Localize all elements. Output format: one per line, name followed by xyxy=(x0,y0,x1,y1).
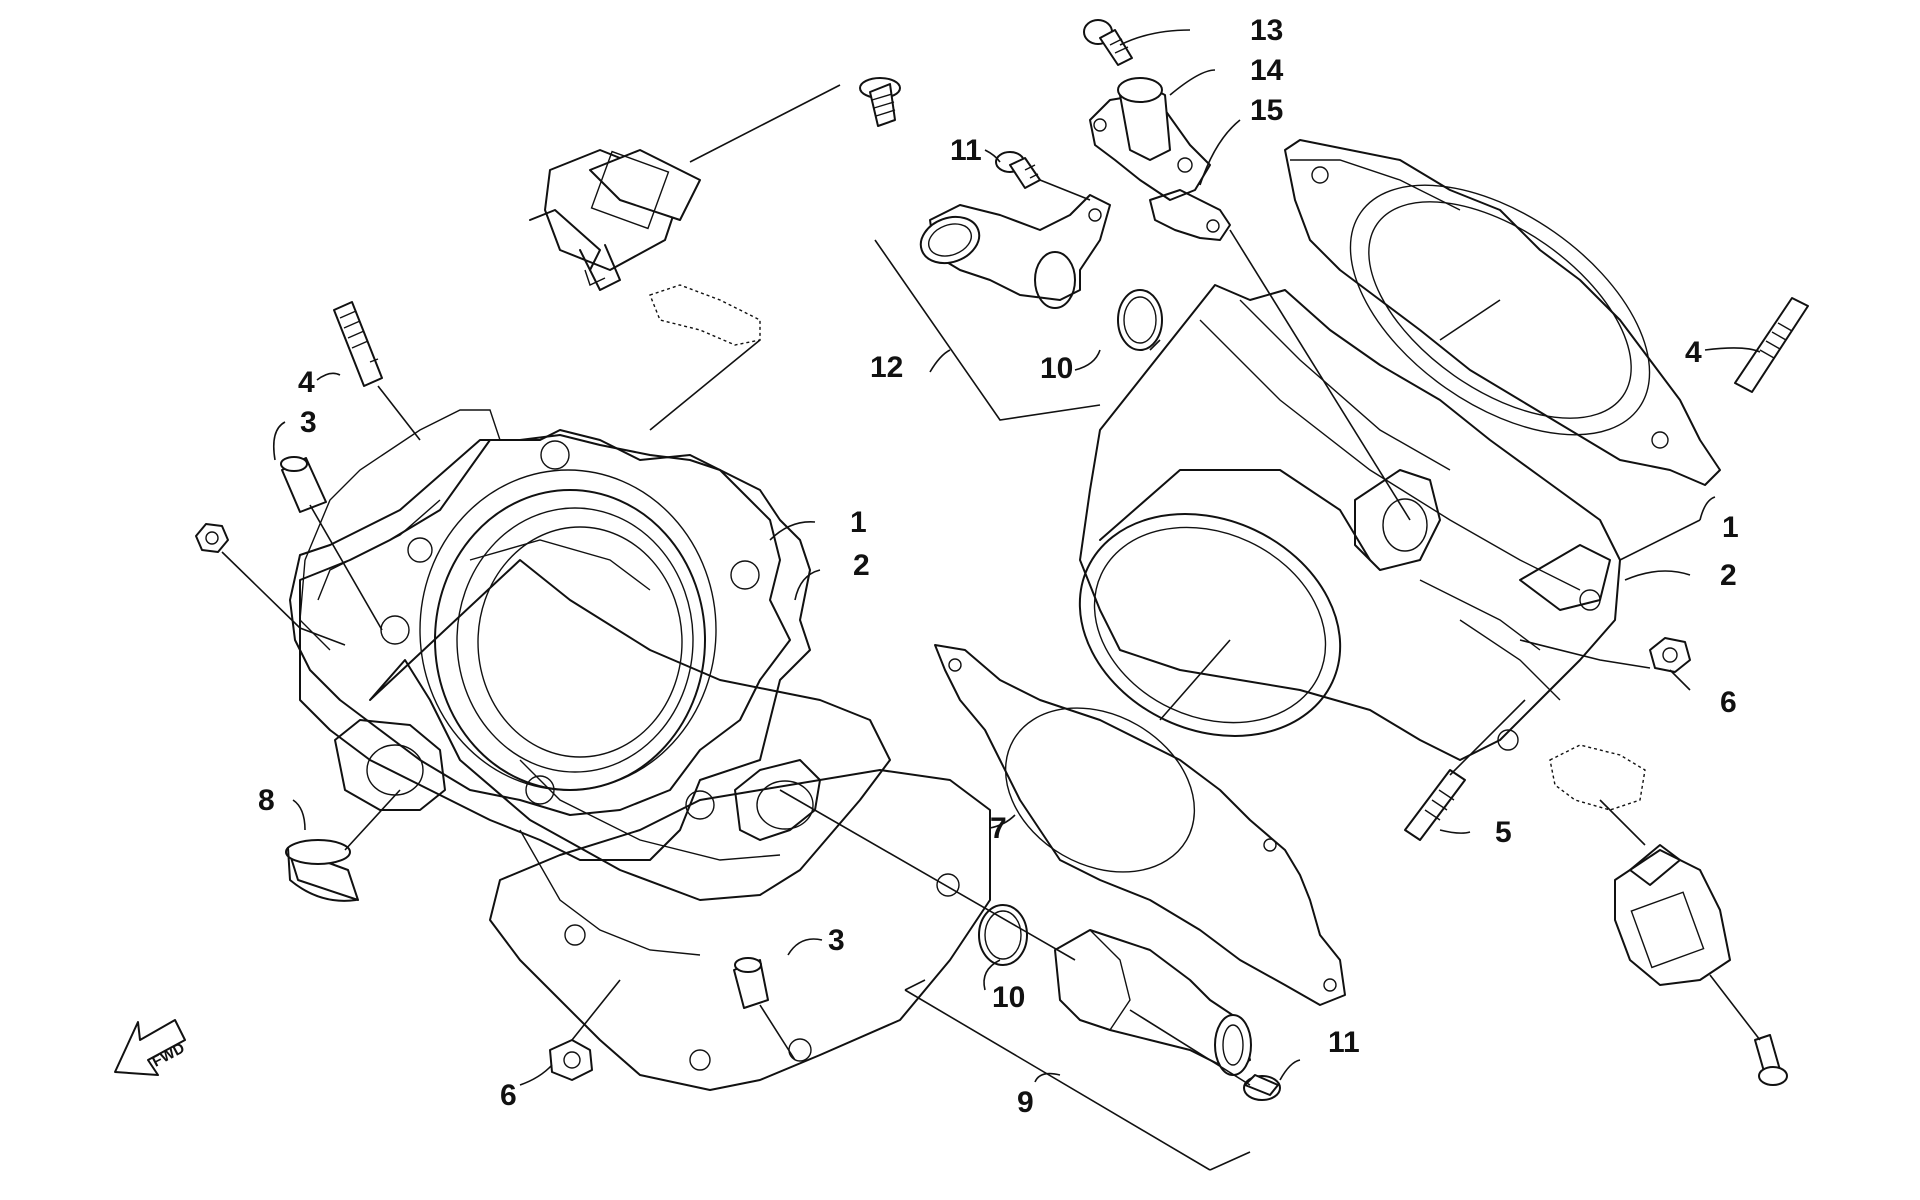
lower-water-fitting xyxy=(1054,929,1252,1076)
callout-11-lower: 11 xyxy=(1328,1026,1360,1059)
fitting-bolt-upper xyxy=(995,151,1041,189)
tensioner-gasket-left xyxy=(649,284,761,346)
callout-15: 15 xyxy=(1250,94,1283,127)
left-hex-nut xyxy=(195,523,229,553)
chain-tensioner-lower xyxy=(1549,744,1731,986)
forward-arrow-icon: FWD xyxy=(114,1019,188,1076)
callout-14: 14 xyxy=(1250,54,1284,87)
base-gasket xyxy=(934,644,1346,1006)
right-stud xyxy=(1734,297,1809,393)
left-dowel-top xyxy=(280,456,327,513)
callout-3-bottom: 3 xyxy=(828,924,845,957)
tensioner-bolt-upper xyxy=(859,77,901,127)
callout-9: 9 xyxy=(1017,1086,1034,1119)
tensioner-bolt-lower xyxy=(1754,1034,1788,1086)
plug-cap xyxy=(285,839,359,902)
callout-2-right: 2 xyxy=(1720,559,1737,592)
callout-13: 13 xyxy=(1250,14,1283,47)
callout-11-upper: 11 xyxy=(950,134,982,167)
callout-6-left: 6 xyxy=(500,1079,517,1112)
upper-o-ring xyxy=(1117,289,1163,351)
left-head-gasket xyxy=(289,434,791,816)
callout-4-right: 4 xyxy=(1685,336,1702,369)
left-stud xyxy=(333,301,383,387)
left-flange-nut xyxy=(549,1039,593,1081)
callout-8: 8 xyxy=(258,784,275,817)
callout-labels: 1 1 2 2 3 3 4 4 5 6 6 7 8 9 10 10 11 11 … xyxy=(258,14,1739,1119)
callout-1-right: 1 xyxy=(1722,511,1739,544)
callout-2-left: 2 xyxy=(853,549,870,582)
sensor-bolt xyxy=(1083,19,1133,66)
dowel-pin xyxy=(1404,769,1466,841)
callout-12: 12 xyxy=(870,351,903,384)
leader-lines xyxy=(221,29,1761,1171)
callout-4-left: 4 xyxy=(298,366,315,399)
right-head-gasket xyxy=(1284,139,1721,486)
callout-1-left: 1 xyxy=(850,506,867,539)
left-base-gasket-frame xyxy=(299,409,501,651)
callout-5: 5 xyxy=(1495,816,1512,849)
callout-7: 7 xyxy=(990,812,1007,845)
left-dowel-bottom xyxy=(733,957,769,1009)
callout-3-top: 3 xyxy=(300,406,317,439)
upper-water-fitting xyxy=(919,194,1111,309)
lower-o-ring xyxy=(978,904,1028,966)
callout-10-left: 10 xyxy=(992,981,1025,1014)
chain-tensioner-upper xyxy=(529,149,701,291)
right-flange-nut xyxy=(1649,637,1691,673)
sensor-gasket xyxy=(1149,189,1231,241)
left-cylinder-block xyxy=(299,429,991,1091)
fitting-bolt-lower xyxy=(1243,1074,1281,1101)
callout-6-right: 6 xyxy=(1720,686,1737,719)
callout-10-right: 10 xyxy=(1040,352,1073,385)
temperature-sensor-housing xyxy=(1089,77,1211,201)
right-cylinder-block xyxy=(1078,284,1621,761)
